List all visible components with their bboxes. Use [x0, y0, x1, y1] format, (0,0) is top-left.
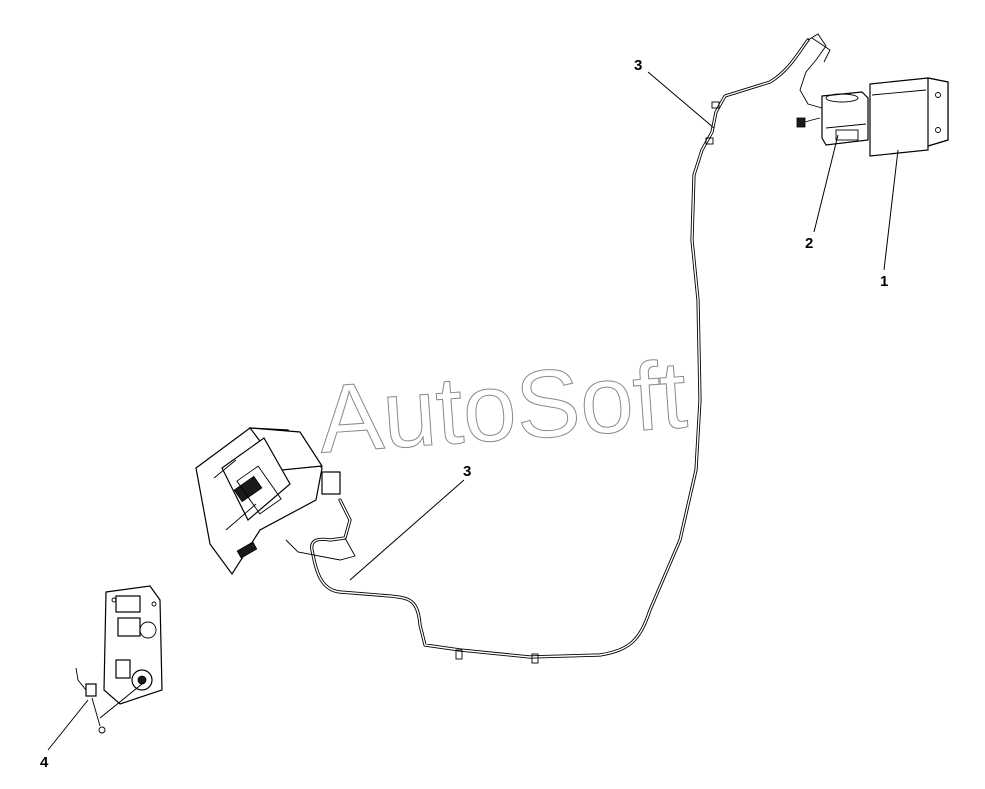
- callout-2: 2: [805, 235, 813, 252]
- watermark-text: AutoSoft: [315, 341, 690, 473]
- callout-3-lower: 3: [463, 463, 471, 480]
- leader-lines: [47, 71, 899, 751]
- callout-1: 1: [880, 273, 888, 290]
- leader-4a: [47, 699, 89, 751]
- part-1-control-module: [869, 77, 949, 157]
- part-2-relay-block: [796, 91, 869, 146]
- part-3-wiring-harness: [285, 33, 831, 664]
- leader-3-lower: [349, 479, 465, 581]
- lower-mount-assembly: [195, 427, 341, 576]
- leader-4b: [99, 683, 143, 719]
- callout-4: 4: [40, 754, 49, 771]
- leader-2: [813, 134, 839, 233]
- callout-labels: 1 2 3 3 4: [40, 57, 888, 771]
- callout-3-upper: 3: [634, 57, 642, 74]
- part-4-component-panel: [75, 585, 163, 734]
- leader-3-upper: [647, 71, 715, 129]
- leader-1: [883, 149, 899, 271]
